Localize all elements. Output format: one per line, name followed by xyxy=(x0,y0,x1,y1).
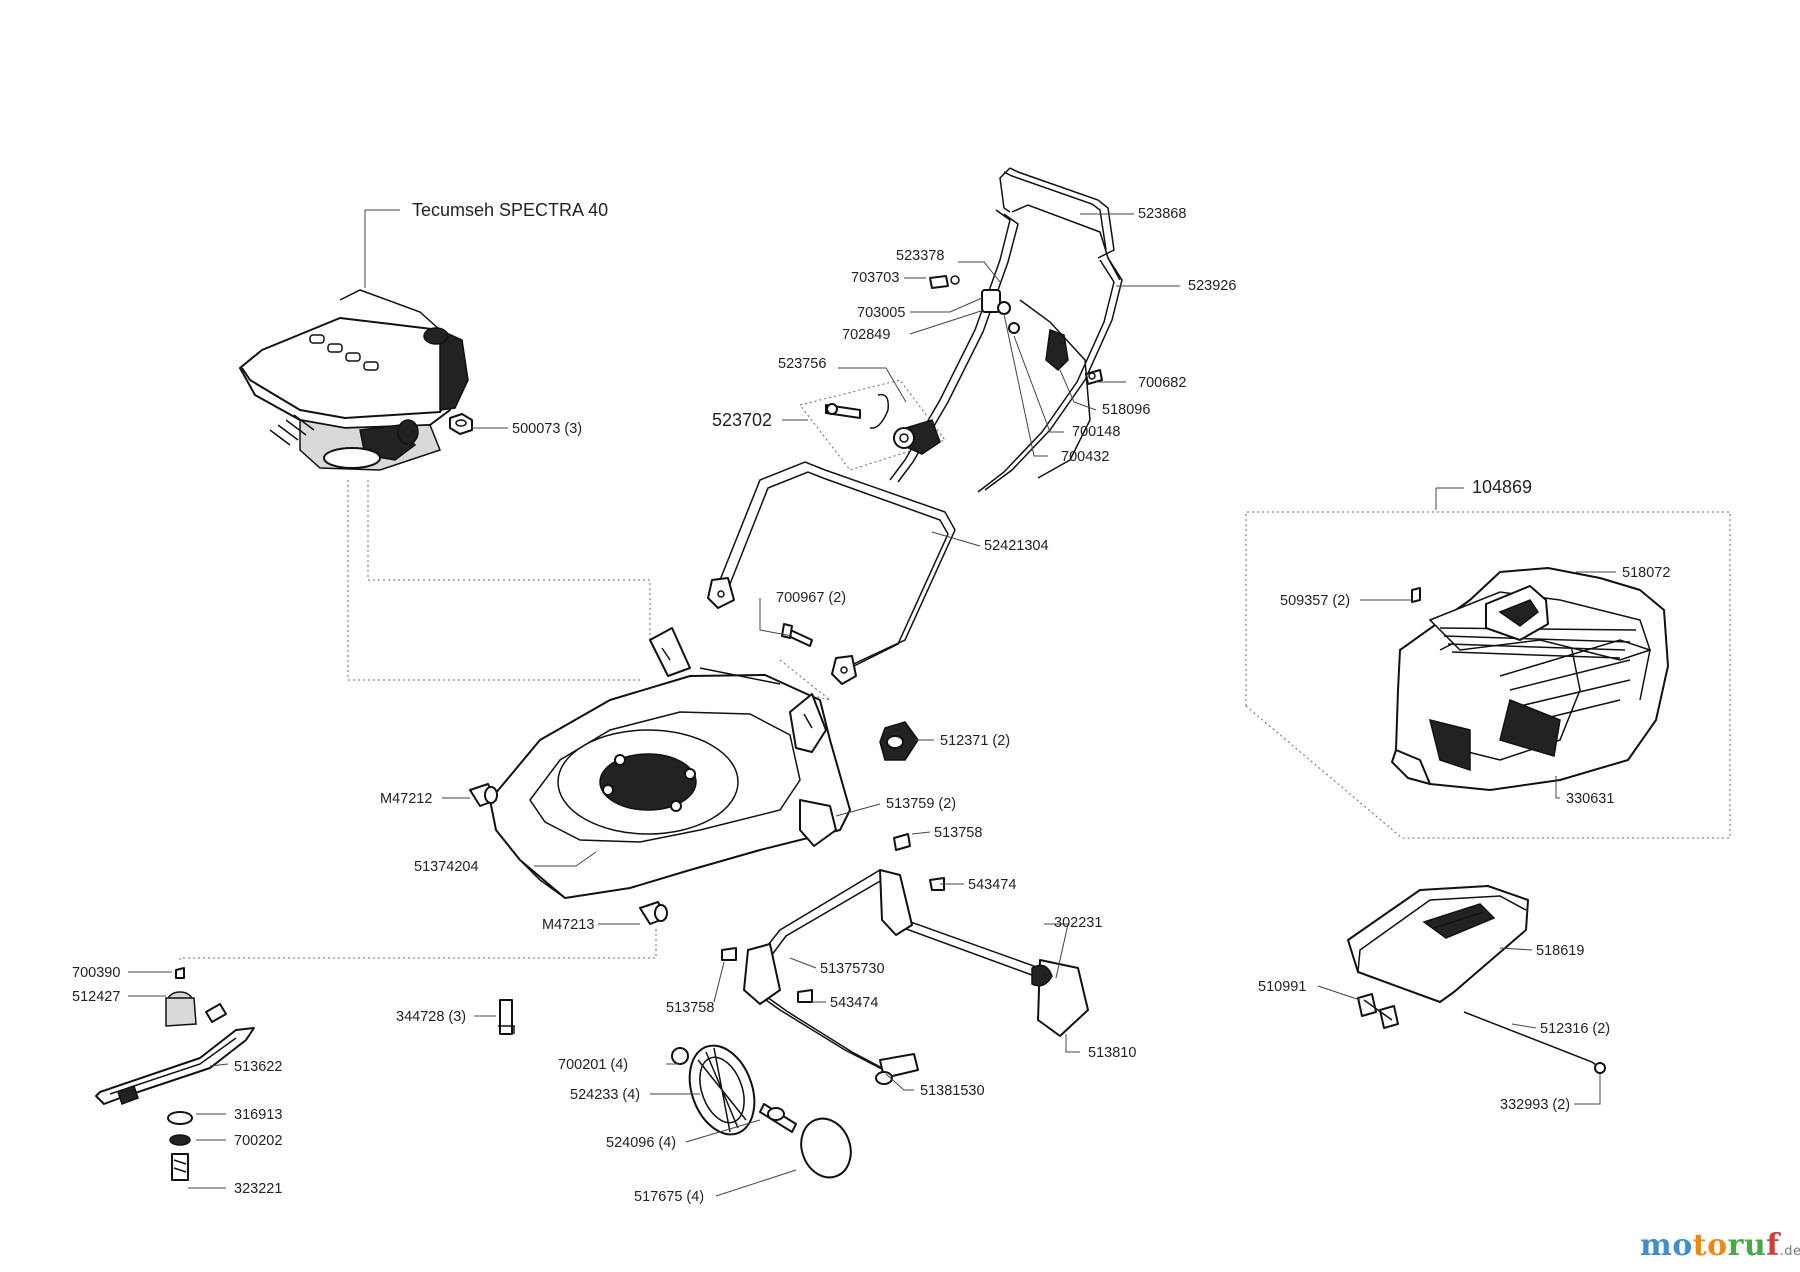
part-label-700432: 700432 xyxy=(1061,449,1109,465)
group-label-104869: 104869 xyxy=(1472,477,1532,497)
part-label-513758-a: 513758 xyxy=(934,825,982,841)
watermark-suffix: .de xyxy=(1779,1244,1800,1259)
part-label-543474-b: 543474 xyxy=(830,995,878,1011)
part-label-512427: 512427 xyxy=(72,989,120,1005)
blade-to-deck-guide xyxy=(179,928,657,960)
part-label-700148: 700148 xyxy=(1072,424,1120,440)
part-label-517675: 517675 (4) xyxy=(634,1189,704,1205)
leader-lines xyxy=(128,209,1616,1197)
engine-to-deck-guide-2 xyxy=(347,480,640,681)
part-label-523926: 523926 xyxy=(1188,278,1236,294)
group-label-523702: 523702 xyxy=(712,410,772,430)
part-label-513810: 513810 xyxy=(1088,1045,1136,1061)
knob-512371-drawing xyxy=(879,721,919,761)
part-label-543474-a: 543474 xyxy=(968,877,1016,893)
part-label-700390: 700390 xyxy=(72,965,120,981)
part-label-523868: 523868 xyxy=(1138,206,1186,222)
part-label-700201: 700201 (4) xyxy=(558,1057,628,1073)
watermark-part-2: to xyxy=(1692,1228,1728,1263)
watermark-part-4: f xyxy=(1766,1228,1780,1263)
rear-flap-drawing xyxy=(1347,885,1606,1074)
part-label-702849: 702849 xyxy=(842,327,890,343)
part-label-509357: 509357 (2) xyxy=(1280,593,1350,609)
engine-to-deck-guide xyxy=(367,480,651,640)
part-label-700202: 700202 xyxy=(234,1133,282,1149)
watermark-part-3: ru xyxy=(1727,1228,1767,1263)
small-bolts-drawing xyxy=(721,833,945,1003)
part-label-323221: 323221 xyxy=(234,1181,282,1197)
part-label-700682: 700682 xyxy=(1138,375,1186,391)
part-label-523756: 523756 xyxy=(778,356,826,372)
part-label-316913: 316913 xyxy=(234,1107,282,1123)
part-label-52421304: 52421304 xyxy=(984,538,1049,554)
part-label-51375730: 51375730 xyxy=(820,961,885,977)
part-label-512371: 512371 (2) xyxy=(940,733,1010,749)
part-label-513622: 513622 xyxy=(234,1059,282,1075)
upper-handle-drawing xyxy=(889,167,1123,493)
part-labels: Tecumseh SPECTRA 40 104869 523702 523868… xyxy=(72,200,1670,1205)
part-label-518619: 518619 xyxy=(1536,943,1584,959)
blade-drawing xyxy=(95,967,515,1181)
engine-label: Tecumseh SPECTRA 40 xyxy=(412,200,608,220)
middle-handle-drawing xyxy=(707,461,956,685)
part-label-51381530: 51381530 xyxy=(920,1083,985,1099)
part-label-500073: 500073 (3) xyxy=(512,421,582,437)
part-label-M47212: M47212 xyxy=(380,791,432,807)
part-label-512316: 512316 (2) xyxy=(1540,1021,1610,1037)
part-label-518072: 518072 xyxy=(1622,565,1670,581)
wheel-drawing xyxy=(671,1044,852,1179)
part-label-524096: 524096 (4) xyxy=(606,1135,676,1151)
handle-fixing-kit-drawing xyxy=(799,379,946,471)
nut-500073-drawing xyxy=(449,413,473,435)
part-label-523378: 523378 xyxy=(896,248,944,264)
part-label-M47213: M47213 xyxy=(542,917,594,933)
part-label-513758-b: 513758 xyxy=(666,1000,714,1016)
part-label-513759: 513759 (2) xyxy=(886,796,956,812)
mower-deck-drawing xyxy=(489,627,851,899)
engine-drawing xyxy=(239,289,469,471)
part-label-703703: 703703 xyxy=(851,270,899,286)
part-label-524233: 524233 (4) xyxy=(570,1087,640,1103)
part-label-344728: 344728 (3) xyxy=(396,1009,466,1025)
motoruf-watermark-logo: motoruf.de xyxy=(1640,1228,1800,1263)
part-label-302231: 302231 xyxy=(1054,915,1102,931)
part-label-510991: 510991 xyxy=(1258,979,1306,995)
part-label-330631: 330631 xyxy=(1566,791,1614,807)
wheel-axle-clip-drawing xyxy=(469,783,668,925)
watermark-part-1: mo xyxy=(1640,1228,1693,1263)
part-label-332993: 332993 (2) xyxy=(1500,1097,1570,1113)
part-label-518096: 518096 xyxy=(1102,402,1150,418)
part-label-51374204: 51374204 xyxy=(414,859,479,875)
spring-302231-drawing xyxy=(1031,964,1053,987)
grass-catcher-drawing xyxy=(1391,567,1669,791)
part-label-703005: 703005 xyxy=(857,305,905,321)
part-label-700967: 700967 (2) xyxy=(776,590,846,606)
